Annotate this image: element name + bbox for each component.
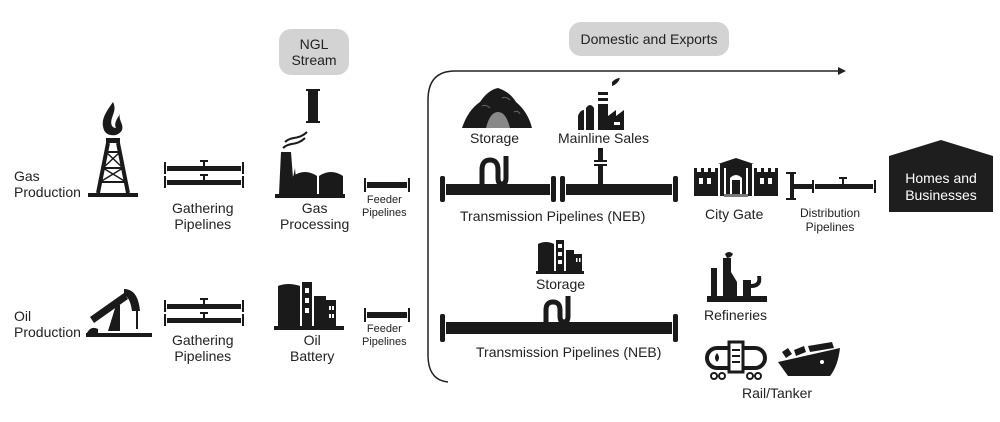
mainline-sales-factory-icon [578,78,624,130]
mainline-sales-label: Mainline Sales [558,130,650,146]
gas-gathering-label: Gathering Pipelines [172,200,234,233]
rail-tank-car-icon [705,340,767,380]
oil-storage-tanks-icon [536,240,584,274]
oil-storage-label: Storage [536,276,586,292]
gas-well-flare-icon [88,102,138,197]
oil-battery-icon [274,282,344,330]
oil-production-label: Oil Production [14,308,81,341]
homes-businesses-house-shape [889,140,993,212]
gas-feeder-label: Feeder Pipelines [362,194,407,219]
ngl-pipe-icon [306,89,320,123]
gas-processing-label: Gas Processing [280,200,350,233]
city-gate-label: City Gate [705,206,764,222]
city-gate-building-icon [694,158,778,197]
oil-gathering-pipelines-icon [164,298,244,326]
gas-transmission-pipeline-icon [440,148,678,202]
gas-gathering-pipelines-icon [164,160,244,188]
ngl-stream-box: NGL Stream [279,29,349,75]
homes-businesses-label: Homes and Businesses [905,170,977,203]
oil-feeder-label: Feeder Pipelines [362,323,407,348]
gas-production-label: Gas Production [14,168,81,201]
oil-pumpjack-icon [86,289,152,337]
domestic-exports-box: Domestic and Exports [569,22,729,56]
gas-transmission-label: Transmission Pipelines (NEB) [460,208,646,224]
gas-storage-label: Storage [470,130,520,146]
domestic-exports-label: Domestic and Exports [580,30,718,47]
ngl-label: NGL Stream [291,35,337,68]
refinery-icon [707,252,767,302]
oil-gathering-label: Gathering Pipelines [172,332,234,365]
distribution-pipelines-icon [786,172,876,200]
rail-tanker-label: Rail/Tanker [742,385,813,401]
gas-feeder-pipeline-icon [364,178,410,192]
gas-storage-cavern-icon [462,88,532,128]
oil-transmission-label: Transmission Pipelines (NEB) [476,344,662,360]
oil-transmission-pipeline-icon [440,296,678,342]
tanker-ship-icon [778,342,840,376]
oil-battery-label: Oil Battery [290,332,335,365]
gas-processing-plant-icon [275,131,345,198]
refineries-label: Refineries [704,307,768,323]
distribution-label: Distribution Pipelines [800,206,861,234]
oil-feeder-pipeline-icon [364,308,410,322]
